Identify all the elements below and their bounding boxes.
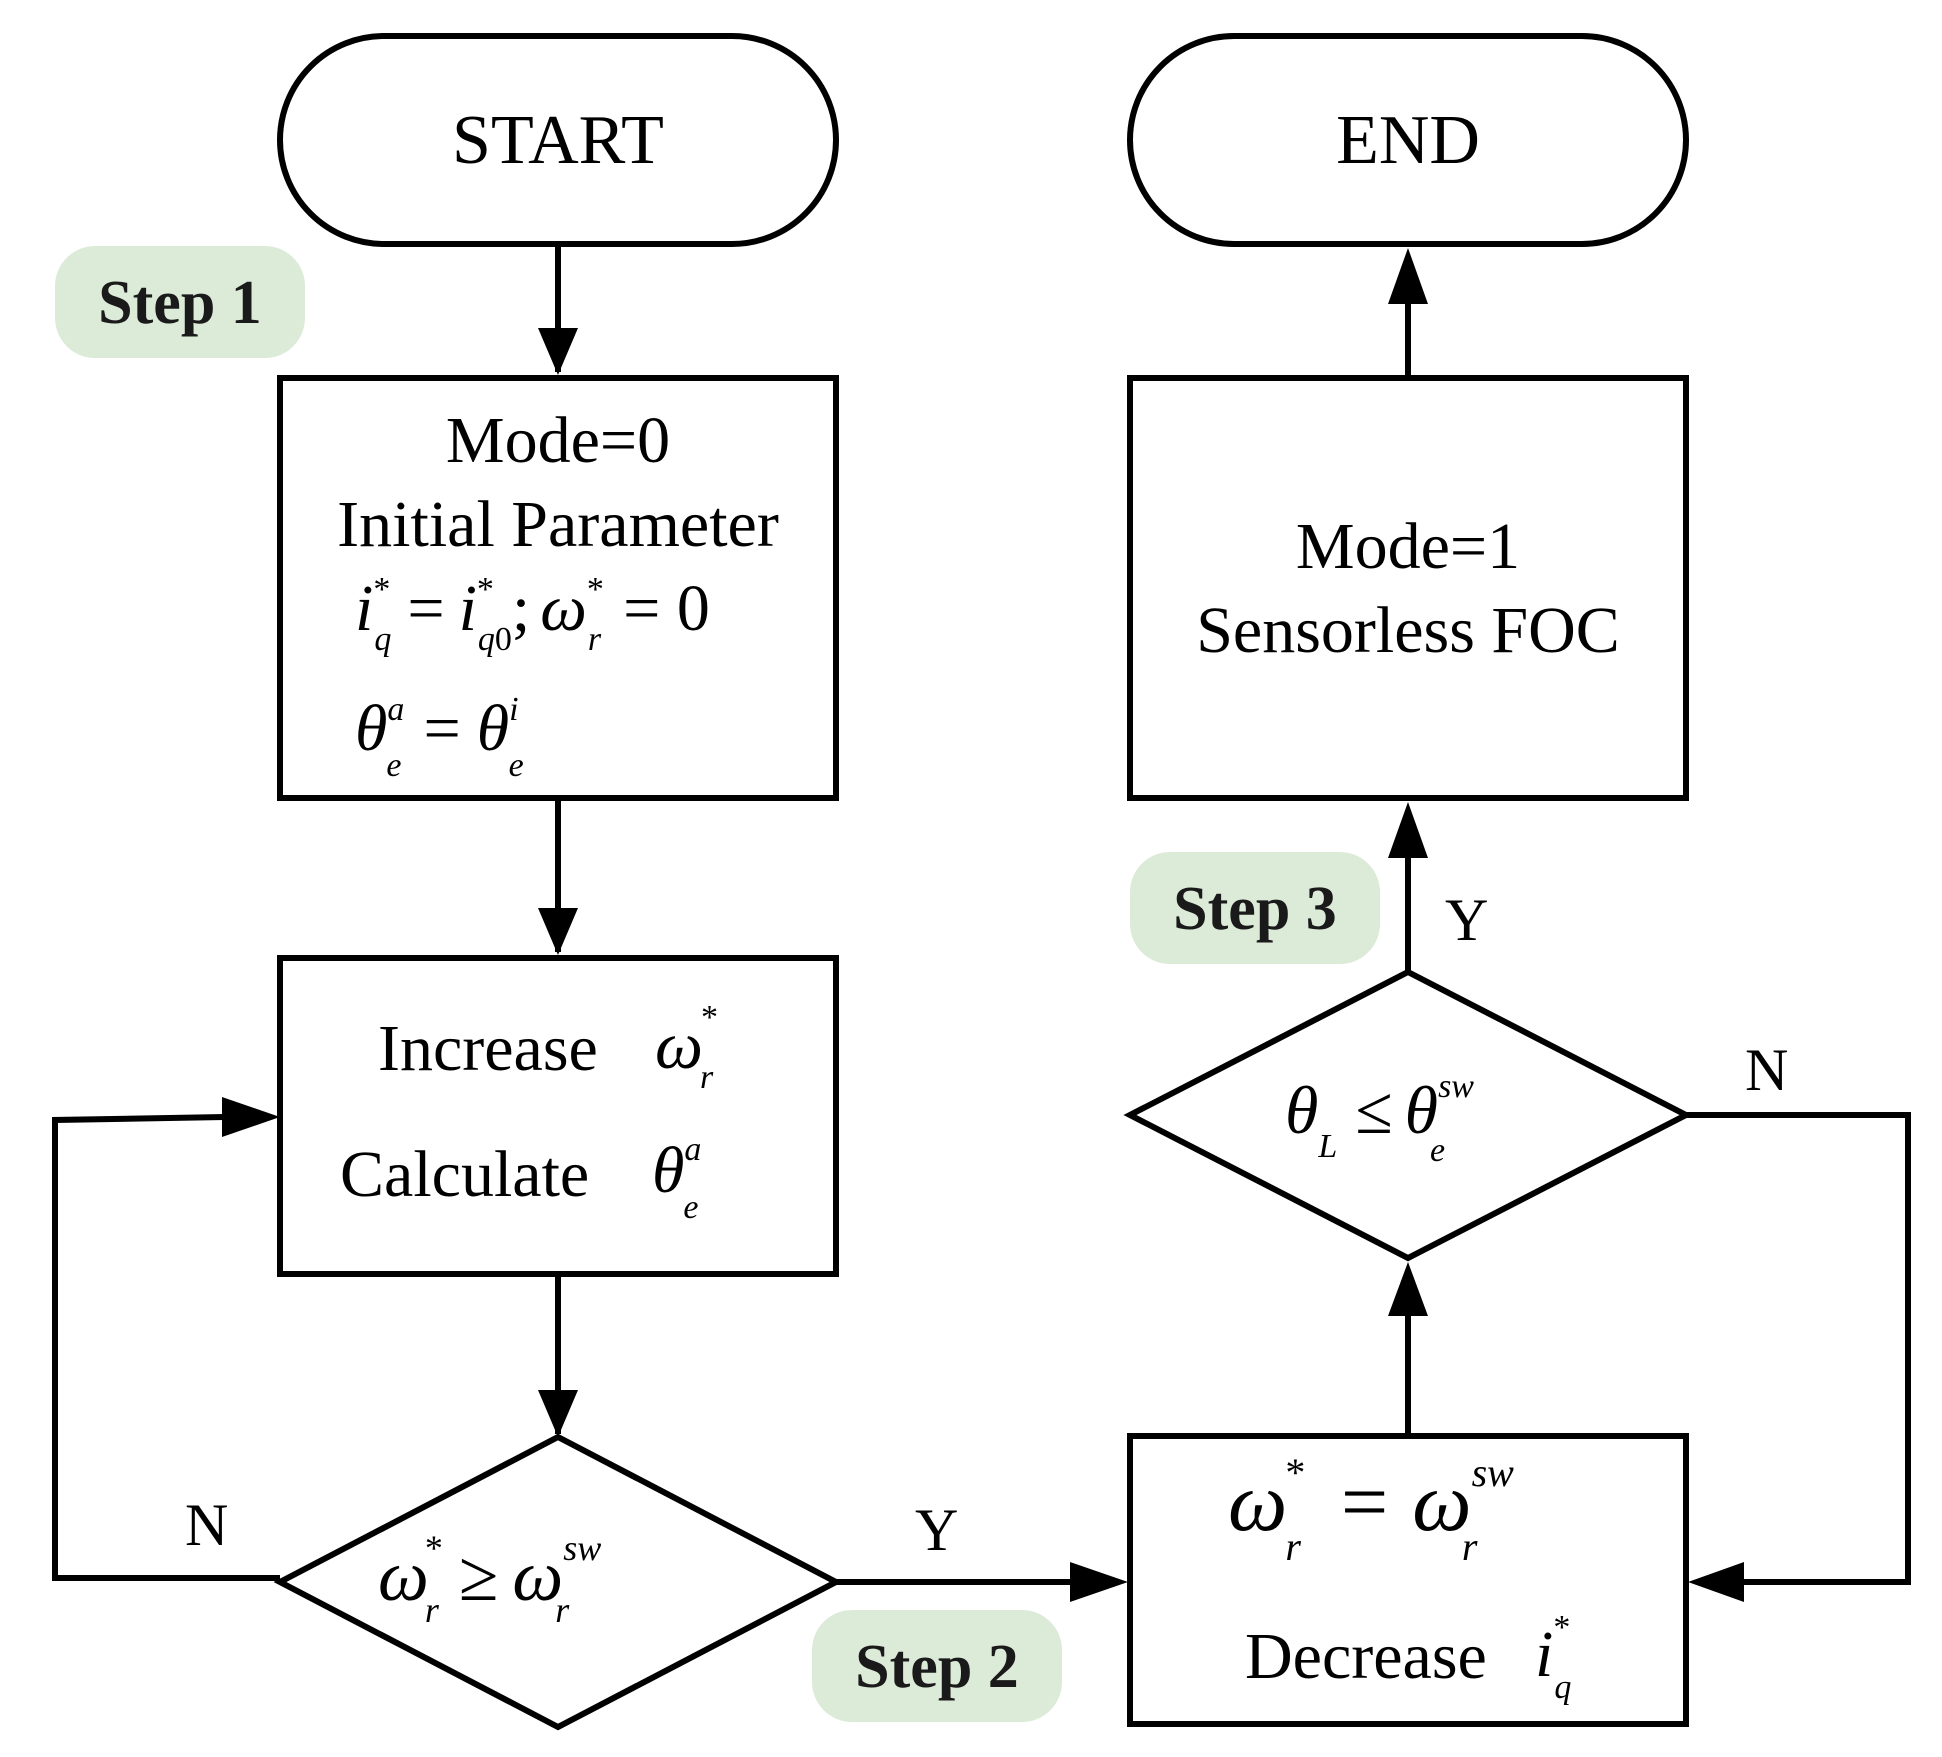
decision-speed-yes-label: Y	[915, 1497, 958, 1563]
decision-angle-no-label: N	[1745, 1037, 1788, 1103]
increase-label: Increase	[378, 1012, 598, 1085]
arrowhead-angle-to-foc	[1388, 802, 1428, 858]
arrowhead-loop-no-angle	[1688, 1562, 1744, 1602]
arrowhead-decision-to-decrease	[1070, 1562, 1128, 1602]
loop-no-angle	[1686, 1112, 1911, 1585]
decision-angle-yes-label: Y	[1445, 887, 1488, 953]
step2-label: Step 2	[855, 1633, 1019, 1701]
init-equation-1: i*q=i*q0;ω*r= 0	[355, 571, 710, 658]
calculate-label: Calculate	[340, 1138, 589, 1211]
init-mode-label: Mode=0	[446, 404, 670, 477]
connectors	[52, 246, 1911, 1602]
arrowhead-decrease-to-angle	[1388, 1262, 1428, 1316]
decrease-label: Decrease	[1245, 1620, 1487, 1693]
decision-speed-no-label: N	[185, 1492, 228, 1558]
arrowhead-increase-to-decision	[538, 1390, 578, 1437]
foc-mode-label: Mode=1	[1296, 510, 1520, 583]
arrowhead-init-to-increase	[538, 908, 578, 955]
arrowhead-start-to-init	[538, 328, 578, 375]
arrowhead-loop-no-speed	[222, 1097, 280, 1137]
end-label: END	[1336, 102, 1480, 179]
init-process-box: Mode=0 Initial Parameter i*q=i*q0;ω*r= 0…	[277, 375, 839, 801]
increase-symbol: ω*r	[655, 999, 718, 1096]
arrowhead-foc-to-end	[1388, 248, 1428, 304]
step2-badge: Step 2	[812, 1610, 1062, 1722]
start-terminal: START	[277, 33, 839, 247]
foc-sensorless-label: Sensorless FOC	[1196, 594, 1620, 667]
decrease-symbol: i*q	[1535, 1609, 1571, 1706]
loop-no-speed	[52, 1114, 280, 1581]
end-terminal: END	[1127, 33, 1689, 247]
step1-label: Step 1	[98, 269, 262, 337]
step1-badge: Step 1	[55, 246, 305, 358]
step3-badge: Step 3	[1130, 852, 1380, 964]
step3-label: Step 3	[1173, 875, 1337, 943]
init-parameter-label: Initial Parameter	[337, 488, 779, 561]
start-label: START	[452, 102, 664, 179]
foc-process-box: Mode=1 Sensorless FOC	[1127, 375, 1689, 801]
